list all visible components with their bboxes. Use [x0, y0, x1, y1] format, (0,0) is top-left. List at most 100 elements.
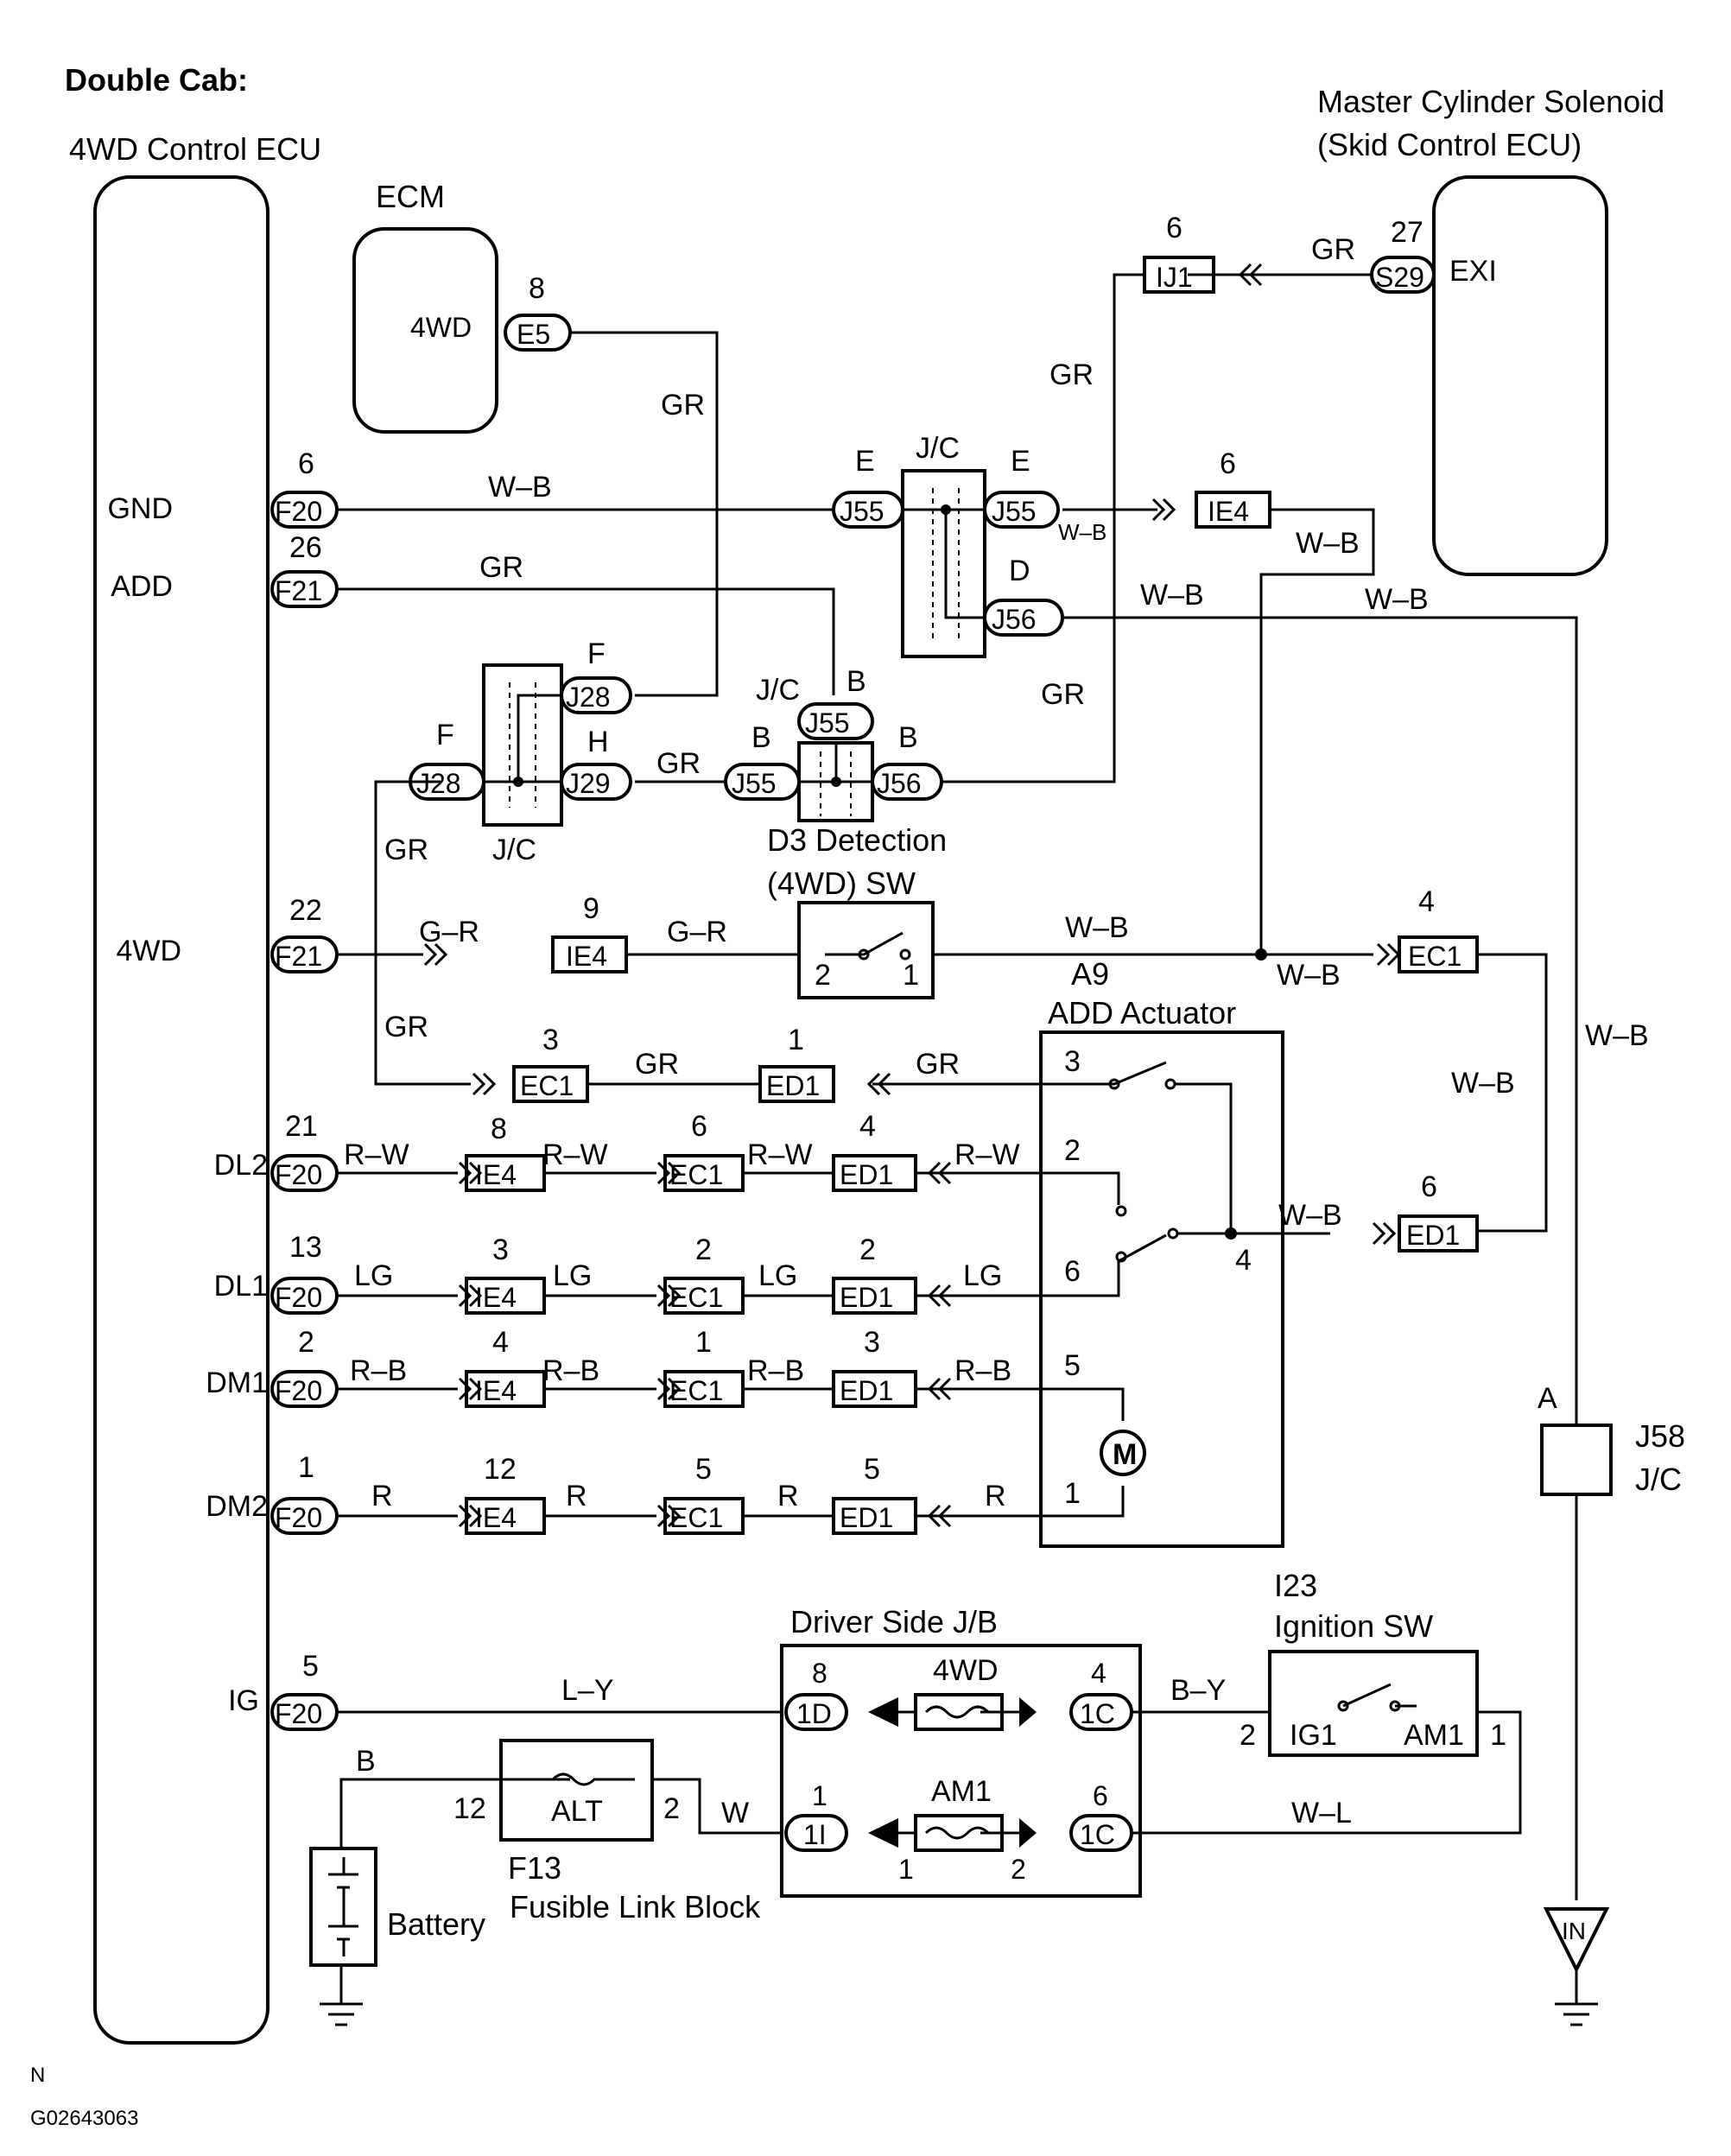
ed1-dl1-pin: 2	[859, 1233, 876, 1266]
svg-text:ED1: ED1	[840, 1159, 893, 1190]
wire-label-gr-ed1: GR	[635, 1048, 679, 1081]
j58-pin-a: A	[1538, 1382, 1557, 1415]
wire-label-gr-ij1: GR	[1049, 358, 1094, 391]
fuse-am1-label: AM1	[931, 1775, 992, 1808]
connector-f20-dm1: F20	[270, 1370, 339, 1408]
svg-text:IE4: IE4	[1208, 496, 1249, 527]
f21-add-pin: 26	[289, 531, 322, 564]
ec1-dl2-pin: 6	[691, 1110, 707, 1143]
connector-ie4-dl1: IE4	[465, 1277, 546, 1315]
svg-text:J55: J55	[840, 496, 885, 527]
svg-text:J29: J29	[566, 768, 611, 799]
connector-ed1-dm1: ED1	[832, 1370, 917, 1408]
d3-switch-box	[797, 901, 935, 999]
fusible-link-label: Fusible Link Block	[510, 1889, 761, 1925]
svg-text:ED1: ED1	[840, 1502, 893, 1533]
d3-pin-2: 2	[815, 959, 831, 992]
wire-label-gr-4wd1: G–R	[419, 916, 479, 948]
svg-text:IE4: IE4	[475, 1502, 517, 1533]
wire-label-gr-ec1: GR	[384, 1011, 428, 1043]
wire-ec1-ed1	[1477, 953, 1548, 1233]
wire-label-gr-j28: GR	[384, 834, 428, 866]
svg-text:ED1: ED1	[1406, 1220, 1460, 1251]
wire-label-ly: L–Y	[561, 1674, 614, 1707]
wire-label-rb-3: R–B	[747, 1354, 804, 1387]
svg-text:ED1: ED1	[840, 1375, 893, 1406]
connector-e5: E5	[504, 314, 572, 352]
f20-dm2-pin: 1	[298, 1451, 314, 1484]
am1-pin-2: 2	[1011, 1854, 1026, 1885]
wire-label-wb-jc: W–B	[1058, 519, 1106, 545]
connector-ed1-gr: ED1	[758, 1065, 835, 1103]
connector-f20-gnd: F20	[270, 491, 339, 529]
wire-label-rw-4: R–W	[954, 1138, 1020, 1171]
svg-text:1C: 1C	[1080, 1698, 1115, 1729]
connector-f21-4wd: F21	[270, 935, 339, 973]
connector-j28-right: J28	[560, 676, 632, 714]
driver-jb-label: Driver Side J/B	[790, 1604, 998, 1639]
svg-text:IE4: IE4	[566, 941, 607, 972]
ecu-4wd-box	[93, 175, 269, 2045]
j56-b-pin: B	[898, 721, 918, 754]
jc-mid-label: J/C	[756, 674, 800, 707]
wire-label-wb-act: W–B	[1278, 1199, 1342, 1232]
wire-label-w: W	[721, 1797, 749, 1829]
actuator-pin-5: 5	[1064, 1349, 1081, 1382]
fusible-link-box	[499, 1739, 654, 1842]
svg-text:ED1: ED1	[766, 1070, 820, 1101]
wire-label-wb-j58: W–B	[1585, 1019, 1649, 1052]
wire-label-gr-j29: GR	[656, 747, 701, 780]
ecm-pin-label: 4WD	[410, 312, 472, 343]
svg-text:S29: S29	[1375, 262, 1424, 293]
ie4-dm2-pin: 12	[484, 1453, 517, 1486]
jb-pin-6: 6	[1093, 1780, 1108, 1811]
svg-text:IE4: IE4	[475, 1159, 517, 1190]
connector-ie4-dl2: IE4	[465, 1154, 546, 1192]
jc-upper-box	[901, 469, 986, 658]
svg-text:J55: J55	[732, 768, 777, 799]
footer-n: N	[30, 2064, 45, 2087]
connector-ed1-dl1: ED1	[832, 1277, 917, 1315]
wire-label-lg-2: LG	[553, 1259, 592, 1292]
connector-j56-d: J56	[983, 599, 1064, 637]
svg-text:F20: F20	[275, 1502, 322, 1533]
wire-label-wb-loop: W–B	[1451, 1067, 1515, 1100]
svg-text:1C: 1C	[1080, 1819, 1115, 1850]
ecu-4wd-label: 4WD Control ECU	[69, 131, 321, 167]
ecu-pin-dm1: DM1	[206, 1367, 268, 1399]
wire-e5-j28	[570, 331, 719, 697]
j55-e-right-pin: E	[1011, 445, 1030, 478]
d3-pin-1: 1	[903, 959, 919, 992]
connector-ec1-4wd: EC1	[1398, 935, 1479, 973]
ie4-dl2-pin: 8	[491, 1113, 507, 1145]
svg-text:F20: F20	[275, 496, 322, 527]
ign-pin-1: 1	[1490, 1719, 1506, 1752]
j56-d-pin: D	[1009, 555, 1030, 587]
connector-ed1-dl2: ED1	[832, 1154, 917, 1192]
battery-label: Battery	[387, 1906, 485, 1942]
connector-f21-add: F21	[270, 570, 339, 608]
connector-ie4-4wd: IE4	[551, 935, 628, 973]
wire-label-wb-4wd: W–B	[1065, 911, 1129, 944]
d3-label-1: D3 Detection	[767, 822, 947, 858]
wire-label-r-2: R	[566, 1480, 587, 1512]
connector-j55-e-left: J55	[832, 491, 904, 529]
jb-pin-8: 8	[812, 1658, 827, 1689]
svg-text:EC1: EC1	[669, 1375, 723, 1406]
mcs-exi-label: EXI	[1449, 255, 1497, 288]
wire-ie4-wb	[1259, 508, 1375, 952]
svg-text:EC1: EC1	[669, 1282, 723, 1313]
wire-label-gr-j56: GR	[1041, 678, 1085, 711]
actuator-pin-1: 1	[1064, 1477, 1081, 1510]
connector-s29: S29	[1370, 256, 1436, 294]
wire-label-wb-j56: W–B	[1140, 579, 1204, 612]
j29-pin: H	[587, 726, 609, 758]
svg-text:IE4: IE4	[475, 1375, 517, 1406]
wire-label-rw-1: R–W	[344, 1138, 409, 1171]
wire-ij1-j56b	[942, 273, 1144, 783]
s29-pin: 27	[1391, 216, 1423, 249]
connector-f20-ig: F20	[270, 1693, 339, 1731]
a9-label: A9	[1071, 956, 1109, 992]
fuse-4wd-label: 4WD	[933, 1654, 999, 1687]
ed1-wb-pin: 6	[1421, 1170, 1437, 1203]
